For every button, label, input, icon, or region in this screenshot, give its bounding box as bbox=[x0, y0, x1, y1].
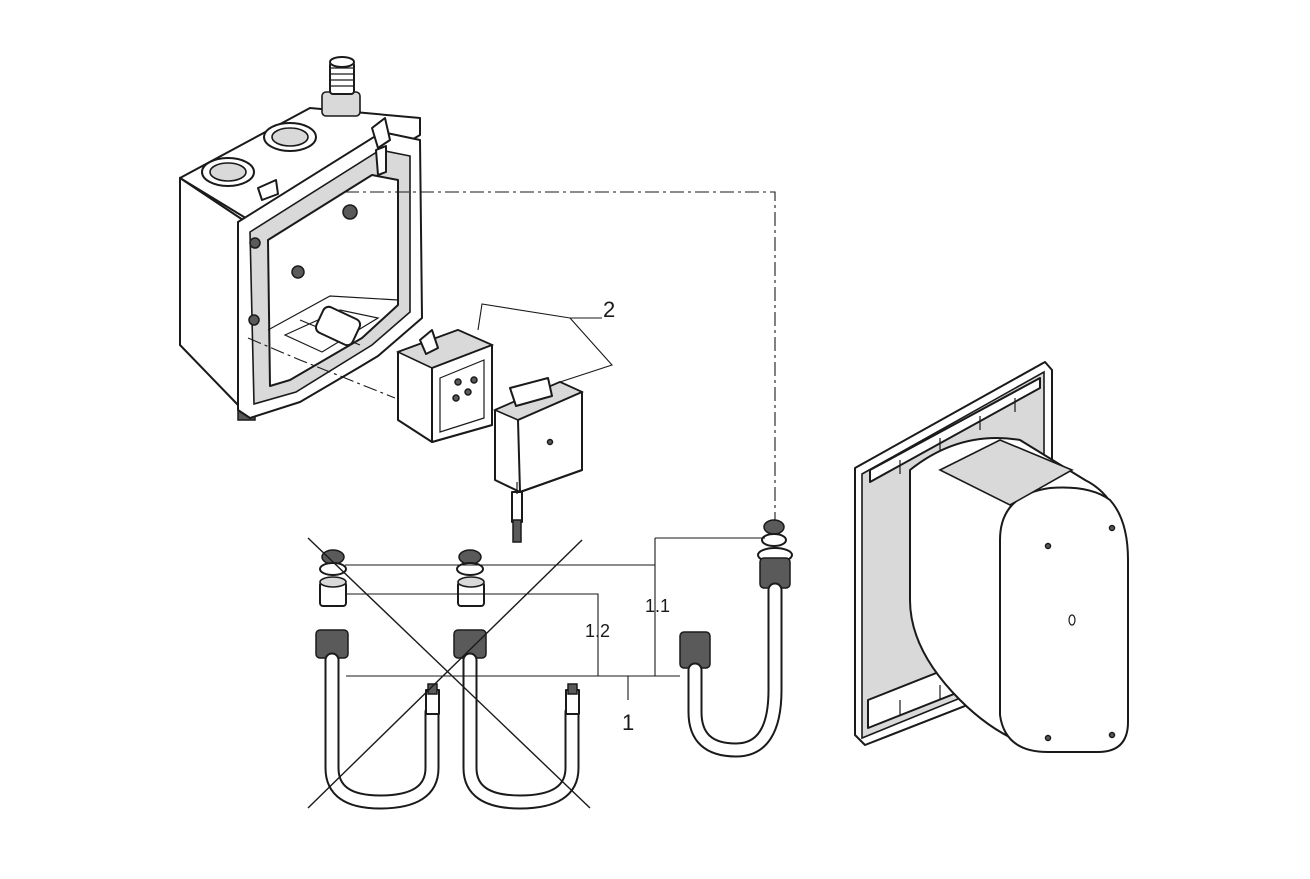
cover-box bbox=[854, 361, 1129, 753]
callout-1-1: 1.1 bbox=[645, 596, 670, 616]
cross-line-1 bbox=[307, 537, 591, 809]
power-supply-unit bbox=[492, 377, 584, 543]
cross-line-2 bbox=[307, 539, 583, 809]
replacement-hose bbox=[679, 519, 793, 758]
mounting-box bbox=[179, 56, 423, 421]
electronic-module bbox=[395, 329, 495, 443]
leader-lines bbox=[247, 191, 776, 700]
callout-1: 1 bbox=[622, 710, 634, 735]
callout-1-2: 1.2 bbox=[585, 621, 610, 641]
crossed-out-hose-set bbox=[307, 537, 591, 810]
callout-2: 2 bbox=[603, 297, 615, 322]
